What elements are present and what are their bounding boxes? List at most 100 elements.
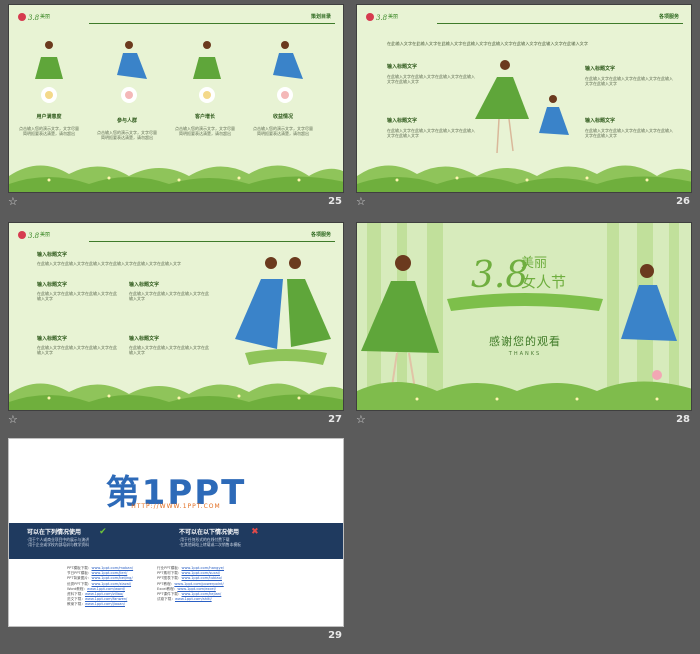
allowed-line: ·用于企业或学校内部培训与教学资料 xyxy=(27,542,89,548)
item-1: 用户满意度 点击输入您的演示文字，文字尽量简明扼要表达清楚，请勿超出 xyxy=(19,113,79,136)
brand-logo: 第1PPT xyxy=(9,465,343,514)
block-title: 输入标题文字 xyxy=(37,282,68,288)
block-text: 在此输入文字在此输入文字在此输入文字在此输入文字在此输入文字 xyxy=(387,128,475,138)
slide-26-canvas[interactable]: 3.8 美丽 各项服务 在此输入文字在此输入文字在此输入文字在此输入文字在此输入… xyxy=(356,4,692,193)
forest-background xyxy=(357,223,691,410)
item-3: 客户增长 点击输入您的演示文字，文字尽量简明扼要表达清楚，请勿超出 xyxy=(175,113,235,136)
link[interactable]: www.1ppt.com/kejian/ xyxy=(181,592,222,597)
link[interactable]: www.1ppt.com/sucai/ xyxy=(181,571,220,576)
slide-footer-bar: ☆ 26 xyxy=(356,193,692,213)
link-row: PPT背景图片：www.1ppt.com/beijing/ xyxy=(67,576,133,581)
block-text: 在此输入文字在此输入文字在此输入文字在此输入文字 xyxy=(37,345,117,355)
text-block: 输入标题文字 在此输入文字在此输入文字在此输入文字在此输入文字在此输入文字在此输… xyxy=(37,251,227,266)
link[interactable]: www.1ppt.com/excel/ xyxy=(177,586,216,591)
slide-thumbnail-25[interactable]: 3.8 美丽 策划目录 xyxy=(8,4,344,213)
link-row: PPT模板下载：www.1ppt.com/moban/ xyxy=(67,566,133,571)
item-title: 收益情况 xyxy=(272,114,293,120)
figures-row xyxy=(35,41,303,103)
slide-footer-bar: ☆ 28 xyxy=(356,411,692,431)
slide-footer-bar: 29 xyxy=(8,627,344,647)
slide-29-canvas[interactable]: 第1PPT HTTP://WWW.1PPT.COM 可以在下列情况使用 ✔ ·用… xyxy=(8,438,344,627)
svg-text:美丽: 美丽 xyxy=(40,231,50,238)
header-rule xyxy=(89,23,335,24)
slide-thumbnail-26[interactable]: 3.8 美丽 各项服务 在此输入文字在此输入文字在此输入文字在此输入文字在此输入… xyxy=(356,4,692,213)
link-label: 节日PPT模板： xyxy=(67,571,92,576)
text-block: 输入标题文字 在此输入文字在此输入文字在此输入文字在此输入文字在此输入文字 xyxy=(585,65,675,86)
slide-thumbnail-28[interactable]: 3.8 美丽 女人节 感谢您的观看 THANKS ☆ 28 xyxy=(356,222,692,431)
svg-text:3.8: 3.8 xyxy=(471,255,528,296)
link[interactable]: www.1ppt.com/hangye/ xyxy=(181,566,225,570)
header-rule xyxy=(89,241,335,242)
link-row: 行业PPT模板：www.1ppt.com/hangye/ xyxy=(157,566,224,571)
text-block: 输入标题文字 在此输入文字在此输入文字在此输入文字在此输入文字 xyxy=(129,281,211,301)
block-text: 在此输入文字在此输入文字在此输入文字在此输入文字在此输入文字 xyxy=(585,128,673,138)
block-title: 输入标题文字 xyxy=(129,336,160,342)
block-title: 输入标题文字 xyxy=(129,282,160,288)
festival-logo-icon: 3.8 美丽 xyxy=(366,13,398,22)
item-text: 点击输入您的演示文字，文字尽量简明扼要表达清楚，请勿超出 xyxy=(97,130,157,140)
forbidden-usage: 不可以在以下情况使用 ✖ ·用于任何形式的在线付费下载 ·在其他网站上转载或二次… xyxy=(179,527,339,547)
allowed-title: 可以在下列情况使用 xyxy=(27,529,82,536)
link-label: 资料下载： xyxy=(67,592,85,597)
link[interactable]: www.1ppt.com/word/ xyxy=(87,586,125,591)
link[interactable]: www.1ppt.com/xiazai/ xyxy=(91,581,132,586)
link[interactable]: www.1ppt.com/ziliao/ xyxy=(84,592,124,597)
star-icon[interactable]: ☆ xyxy=(8,413,18,426)
intro-text: 在此输入文字在此输入文字在此输入文字在此输入文字在此输入文字在此输入文字在此输入… xyxy=(387,41,589,46)
slide-footer-bar: ☆ 27 xyxy=(8,411,344,431)
slide-number: 29 xyxy=(328,630,342,641)
link[interactable]: www.1ppt.com/jiaoan/ xyxy=(84,602,125,607)
link[interactable]: www.1ppt.com/moban/ xyxy=(91,566,134,570)
link-label: PPT图表下载： xyxy=(157,576,182,581)
allowed-usage: 可以在下列情况使用 ✔ ·用于个人或商业项目中的展示与演讲 ·用于企业或学校内部… xyxy=(27,527,187,547)
link-label: 优秀PPT下载： xyxy=(67,581,92,586)
slide-number: 27 xyxy=(328,414,342,425)
svg-text:美丽: 美丽 xyxy=(521,256,547,271)
cross-icon: ✖ xyxy=(251,527,259,537)
link[interactable]: www.1ppt.com/beijing/ xyxy=(91,576,133,581)
slide-thumbnail-27[interactable]: 3.8 美丽 各项服务 输入标题文字 在此输入文字在此输入文字在此输入文字在此输… xyxy=(8,222,344,431)
block-text: 在此输入文字在此输入文字在此输入文字在此输入文字 xyxy=(37,291,117,301)
header-rule xyxy=(437,23,683,24)
festival-logo-icon: 3.8 美丽 xyxy=(18,13,50,22)
link[interactable]: www.1ppt.com/tubiao/ xyxy=(181,576,223,581)
svg-text:3.8: 3.8 xyxy=(28,232,40,240)
slide-28-canvas[interactable]: 3.8 美丽 女人节 感谢您的观看 THANKS xyxy=(356,222,692,411)
text-block: 输入标题文字 在此输入文字在此输入文字在此输入文字在此输入文字 xyxy=(37,335,119,355)
slide-27-canvas[interactable]: 3.8 美丽 各项服务 输入标题文字 在此输入文字在此输入文字在此输入文字在此输… xyxy=(8,222,344,411)
block-title: 输入标题文字 xyxy=(387,64,418,70)
svg-text:3.8: 3.8 xyxy=(376,14,388,22)
link[interactable]: www.1ppt.com/shiti/ xyxy=(174,597,212,602)
block-text: 在此输入文字在此输入文字在此输入文字在此输入文字在此输入文字 xyxy=(585,76,673,86)
link-row: Excel教程：www.1ppt.com/excel/ xyxy=(157,587,224,592)
thanks-subheading: THANKS xyxy=(508,351,542,357)
check-icon: ✔ xyxy=(99,527,107,537)
link-label: 教案下载： xyxy=(67,602,85,607)
svg-text:3.8: 3.8 xyxy=(28,14,40,22)
link[interactable]: www.1ppt.com/jieri/ xyxy=(91,571,128,576)
text-block: 输入标题文字 在此输入文字在此输入文字在此输入文字在此输入文字在此输入文字 xyxy=(387,63,477,84)
block-text: 在此输入文字在此输入文字在此输入文字在此输入文字 xyxy=(129,291,209,301)
green-hills-decoration xyxy=(357,165,691,192)
text-block: 输入标题文字 在此输入文字在此输入文字在此输入文字在此输入文字 xyxy=(129,335,211,355)
link-label: Word教程： xyxy=(67,586,88,591)
slide-header-title: 各项服务 xyxy=(310,232,331,238)
star-icon[interactable]: ☆ xyxy=(356,413,366,426)
star-icon[interactable]: ☆ xyxy=(8,195,18,208)
link-label: 行业PPT模板： xyxy=(157,566,182,570)
link-label: PPT课件下载： xyxy=(157,592,182,597)
festival-logo-icon: 3.8 美丽 女人节 xyxy=(471,255,566,296)
link-row: PPT图表下载：www.1ppt.com/tubiao/ xyxy=(157,576,224,581)
star-icon[interactable]: ☆ xyxy=(356,195,366,208)
usage-band: 可以在下列情况使用 ✔ ·用于个人或商业项目中的展示与演讲 ·用于企业或学校内部… xyxy=(9,523,343,559)
slide-25-canvas[interactable]: 3.8 美丽 策划目录 xyxy=(8,4,344,193)
link[interactable]: www.1ppt.com/powerpoint/ xyxy=(174,581,224,586)
slide-thumbnail-29[interactable]: 第1PPT HTTP://WWW.1PPT.COM 可以在下列情况使用 ✔ ·用… xyxy=(8,438,344,647)
svg-text:美丽: 美丽 xyxy=(388,13,398,20)
link-row: 资料下载：www.1ppt.com/ziliao/ xyxy=(67,592,133,597)
text-block: 输入标题文字 在此输入文字在此输入文字在此输入文字在此输入文字 xyxy=(37,281,119,301)
link-row: 试卷下载：www.1ppt.com/shiti/ xyxy=(157,597,224,602)
slide-number: 28 xyxy=(676,414,690,425)
slide-number: 26 xyxy=(676,196,690,207)
link[interactable]: www.1ppt.com/fanwen/ xyxy=(84,597,128,602)
